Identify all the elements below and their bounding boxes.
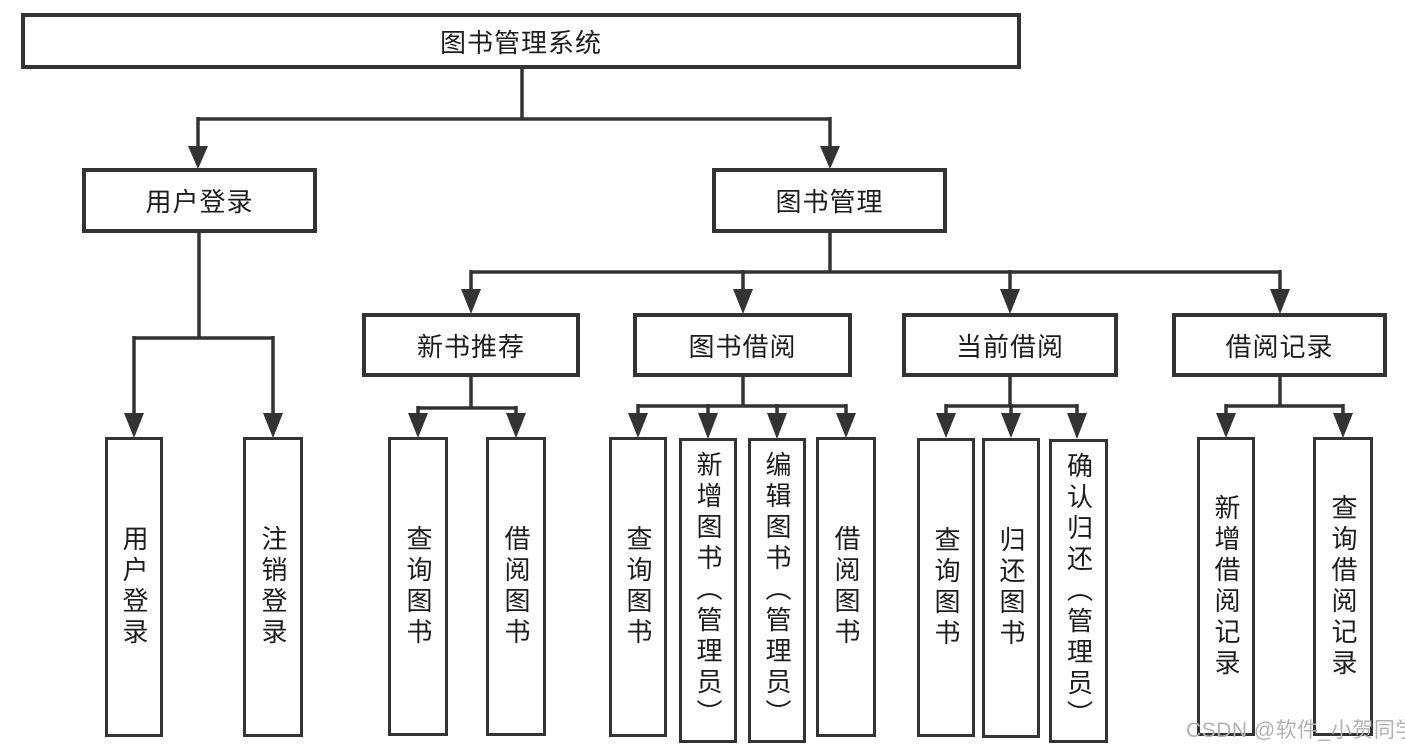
leaf-user-login: 用户登录 xyxy=(105,437,163,737)
node-new-book-recommendation: 新书推荐 xyxy=(362,313,580,377)
node-library-management-system: 图书管理系统 xyxy=(21,13,1021,69)
node-book-borrowing: 图书借阅 xyxy=(633,313,852,377)
arrow-down-icon xyxy=(628,413,648,438)
arrow-down-icon xyxy=(936,413,956,438)
arrow-down-icon xyxy=(1000,289,1020,314)
leaf-borrow-books-borrowing: 借阅图书 xyxy=(816,437,876,737)
leaf-query-books-current: 查询图书 xyxy=(917,438,975,737)
arrow-down-icon xyxy=(408,413,428,438)
leaf-logout: 注销登录 xyxy=(243,437,303,737)
leaf-query-books-recommend: 查询图书 xyxy=(388,437,448,736)
leaf-add-book-admin: 新增图书（管理员） xyxy=(679,438,737,743)
arrow-down-icon xyxy=(733,289,753,314)
arrow-down-icon xyxy=(820,146,840,169)
leaf-edit-book-admin: 编辑图书（管理员） xyxy=(748,438,806,743)
node-borrowing-records: 借阅记录 xyxy=(1172,313,1387,377)
connector-borrow-records-split xyxy=(1216,377,1353,438)
arrow-down-icon xyxy=(188,146,208,169)
arrow-down-icon xyxy=(506,413,526,438)
leaf-confirm-return-admin: 确认归还（管理员） xyxy=(1049,439,1108,743)
leaf-borrow-books-recommend: 借阅图书 xyxy=(486,437,546,736)
arrow-down-icon xyxy=(124,413,144,438)
arrow-down-icon xyxy=(767,413,787,439)
arrow-down-icon xyxy=(1067,413,1087,439)
connector-book-borrow-split xyxy=(628,377,856,439)
arrow-down-icon xyxy=(698,413,718,439)
connector-root-split xyxy=(188,69,840,169)
arrow-down-icon xyxy=(1216,413,1236,438)
leaf-query-books-borrowing: 查询图书 xyxy=(609,437,667,737)
connector-book-management-split xyxy=(461,233,1290,314)
node-book-management: 图书管理 xyxy=(712,168,947,233)
arrow-down-icon xyxy=(1001,413,1021,438)
arrow-down-icon xyxy=(836,413,856,438)
connector-user-login-split xyxy=(124,233,283,438)
arrow-down-icon xyxy=(263,413,283,438)
node-current-borrowing: 当前借阅 xyxy=(902,313,1118,377)
connector-new-book-split xyxy=(408,377,526,438)
arrow-down-icon xyxy=(1333,413,1353,438)
connector-current-borrow-split xyxy=(936,377,1087,439)
node-user-login: 用户登录 xyxy=(82,168,317,233)
leaf-return-book: 归还图书 xyxy=(982,438,1040,738)
watermark-text: CSDN @软件_小贺同学 xyxy=(1186,719,1405,742)
leaf-query-borrow-record: 查询借阅记录 xyxy=(1313,437,1373,736)
leaf-add-borrow-record: 新增借阅记录 xyxy=(1197,437,1255,736)
arrow-down-icon xyxy=(1270,289,1290,314)
arrow-down-icon xyxy=(461,289,481,314)
